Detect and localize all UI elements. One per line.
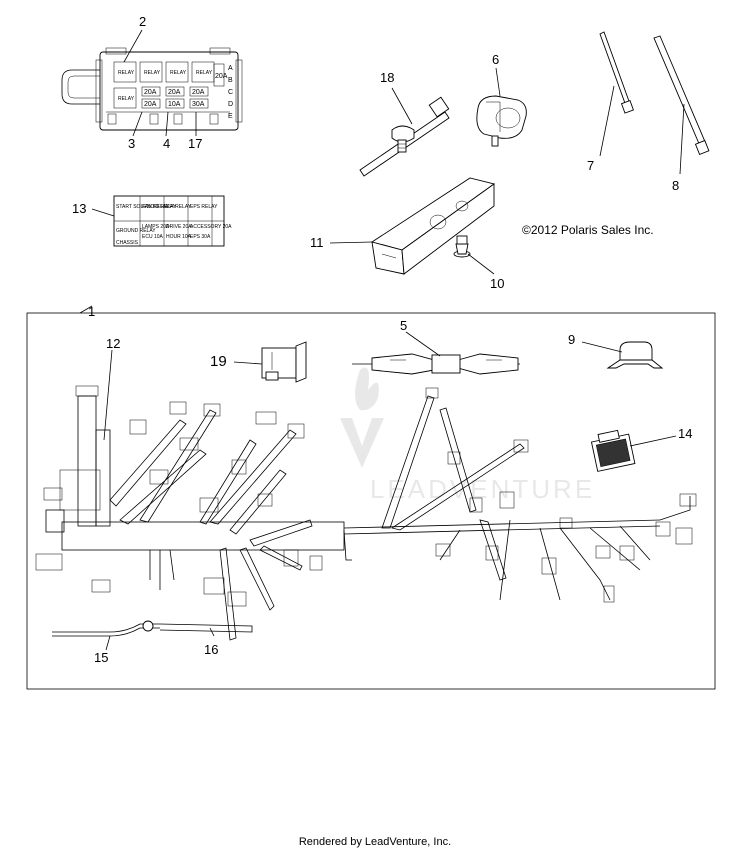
fuse-box: RELAY RELAY RELAY RELAY RELAY 20A 20A 20… (61, 47, 243, 131)
mounting-bracket (370, 177, 496, 275)
callout-10: 10 (490, 276, 504, 291)
fuse-label: 20A (215, 73, 228, 80)
callout-11: 11 (310, 235, 324, 250)
decal-cell: FAN RELAY (142, 204, 170, 210)
relay-label: RELAY (118, 70, 135, 76)
relay-module (590, 429, 636, 472)
side-letter: D (228, 101, 233, 108)
relay-label: RELAY (144, 70, 161, 76)
main-harness-left (35, 385, 352, 641)
callout-6: 6 (492, 52, 499, 67)
cable-tie-long (653, 35, 710, 156)
relay-label: RELAY (118, 96, 135, 102)
fuse-decal: START SOLENOID RELAY FAN RELAY EFI RELAY… (113, 195, 232, 247)
fuse-label: 10A (168, 101, 181, 108)
callout-3: 3 (128, 136, 135, 151)
callout-5: 5 (400, 318, 407, 333)
side-letter: B (228, 77, 233, 84)
callout-17: 17 (188, 136, 202, 151)
wire-connector (261, 341, 307, 383)
fuse-label: 20A (144, 101, 157, 108)
callout-9: 9 (568, 332, 575, 347)
fuse-label: 20A (144, 89, 157, 96)
decal-cell: CHASSIS (116, 240, 139, 246)
callout-8: 8 (672, 178, 679, 193)
fuse-label: 20A (168, 89, 181, 96)
decal-cell: ECU 10A (142, 234, 164, 240)
callout-13: 13 (72, 201, 86, 216)
decal-cell: GROUND RELAY (116, 228, 156, 234)
decal-cell: ACCESSORY 20A (190, 224, 232, 230)
terminal-cap (606, 341, 664, 369)
callout-7: 7 (587, 158, 594, 173)
cable-tie-short (599, 31, 634, 114)
main-harness-right (343, 387, 697, 603)
cable-tie-anchor (359, 96, 450, 177)
callout-4: 4 (163, 136, 170, 151)
decal-cell: START SOLENOID RELAY (116, 204, 177, 210)
harness-frame (26, 312, 716, 690)
relay-label: RELAY (170, 70, 187, 76)
side-letter: C (228, 89, 233, 96)
decal-cell: DRIVE 20A (166, 224, 192, 230)
callout-16: 16 (204, 642, 218, 657)
watermark: LEADVENTURE (340, 367, 595, 504)
callout-18: 18 (380, 70, 394, 85)
fuse-label: 30A (192, 101, 205, 108)
callout-2: 2 (139, 14, 146, 29)
callout-1: 1 (88, 304, 95, 319)
decal-cell: EFI RELAY (166, 204, 192, 210)
callout-19: 19 (210, 353, 227, 370)
watermark-text: LEADVENTURE (370, 474, 595, 504)
screw (453, 235, 471, 258)
decal-cell: HOUR 10A (166, 234, 192, 240)
relay-label: RELAY (196, 70, 213, 76)
callout-12: 12 (106, 336, 120, 351)
inline-fuse-holder (352, 353, 520, 375)
footer-credit: Rendered by LeadVenture, Inc. (298, 836, 452, 848)
decal-cell: EPS 30A (190, 234, 211, 240)
callout-14: 14 (678, 426, 692, 441)
side-letter: A (228, 65, 233, 72)
callout-15: 15 (94, 650, 108, 665)
decal-cell: EPS RELAY (190, 204, 218, 210)
fuse-label: 20A (192, 89, 205, 96)
hose-clip (476, 95, 527, 147)
battery-cable (52, 620, 253, 637)
decal-cell: LAMPS 20A (142, 224, 170, 230)
copyright-text: ©2012 Polaris Sales Inc. (522, 223, 654, 237)
side-letter: E (228, 113, 233, 120)
